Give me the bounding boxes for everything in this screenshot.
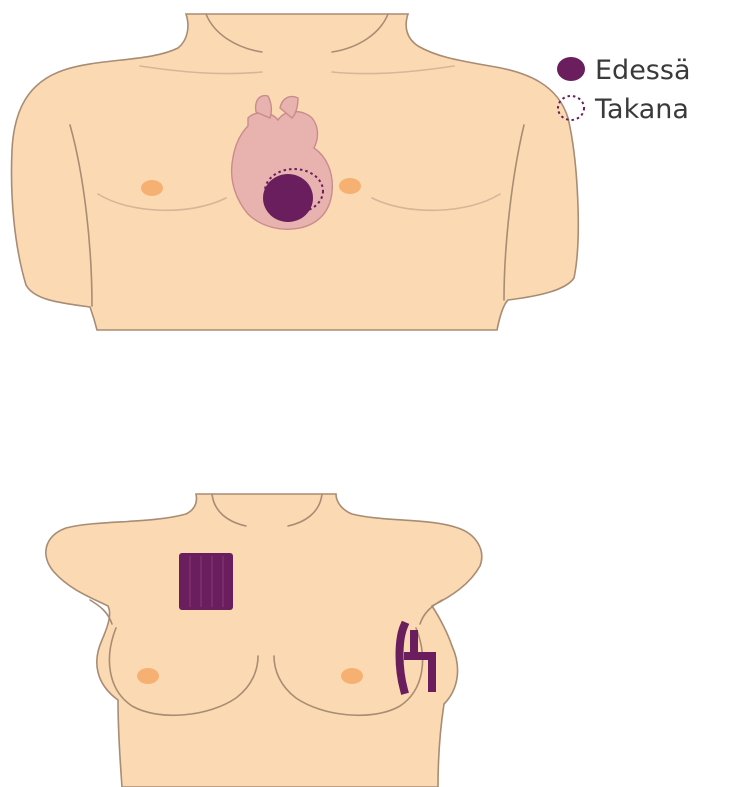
- legend-label-back: Takana: [594, 94, 689, 125]
- legend: Edessä Takana: [557, 55, 691, 125]
- legend-filled-marker: [557, 57, 585, 81]
- legend-label-front: Edessä: [595, 55, 691, 86]
- female-nipple-right: [341, 668, 363, 684]
- male-nipple-left: [141, 180, 163, 196]
- front-round-pad: [263, 174, 313, 222]
- front-rect-pad: [179, 553, 233, 610]
- female-nipple-left: [137, 668, 159, 684]
- male-torso-figure: [12, 14, 579, 330]
- male-nipple-right: [339, 178, 361, 194]
- female-torso-figure: [46, 494, 482, 787]
